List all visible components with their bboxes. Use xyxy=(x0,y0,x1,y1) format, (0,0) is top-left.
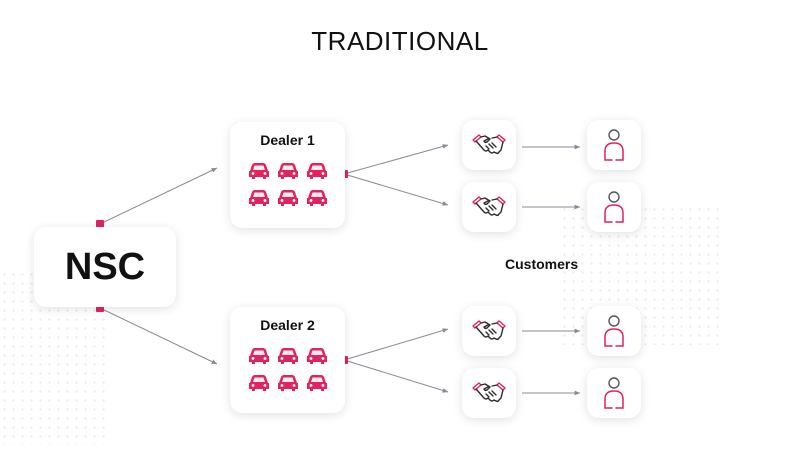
dealer-2-label: Dealer 2 xyxy=(260,317,315,333)
arrow-dealer-2-to-deal-3 xyxy=(343,328,449,361)
person-icon xyxy=(604,315,624,347)
dealer-2-car-grid xyxy=(248,347,332,392)
dealer-1-label: Dealer 1 xyxy=(260,132,315,148)
car-icon xyxy=(307,348,327,364)
car-icon xyxy=(278,190,298,206)
customer-node-1 xyxy=(587,120,641,170)
car-icon xyxy=(249,163,269,179)
arrow-nsc-to-dealer-1 xyxy=(99,167,218,225)
car-icon xyxy=(249,190,269,206)
arrow-nsc-to-dealer-2 xyxy=(99,307,218,365)
car-icon xyxy=(278,348,298,364)
deal-node-4 xyxy=(462,368,516,418)
dealer-1-car-grid xyxy=(248,162,332,207)
car-icon xyxy=(249,348,269,364)
car-icon xyxy=(307,163,327,179)
person-icon xyxy=(604,377,624,409)
dealer-1-node: Dealer 1 xyxy=(230,122,345,228)
handshake-icon xyxy=(472,320,506,341)
customer-node-3 xyxy=(587,306,641,356)
handshake-icon xyxy=(472,196,506,217)
diagram-title: TRADITIONAL xyxy=(311,26,489,56)
arrow-dealer-1-to-deal-2 xyxy=(343,173,449,206)
car-icon xyxy=(278,163,298,179)
nsc-node: NSC xyxy=(34,227,176,307)
nsc-label: NSC xyxy=(64,245,146,288)
deal-node-3 xyxy=(462,306,516,356)
connector-node-nsc-top xyxy=(96,220,104,228)
handshake-icon xyxy=(472,134,506,155)
customers-label: Customers xyxy=(505,256,579,272)
customer-node-2 xyxy=(587,182,641,232)
car-icon xyxy=(249,375,269,391)
car-icon xyxy=(307,375,327,391)
arrow-dealer-1-to-deal-1 xyxy=(343,144,449,175)
deal-node-1 xyxy=(462,120,516,170)
car-icon xyxy=(278,375,298,391)
person-icon xyxy=(604,191,624,223)
handshake-icon xyxy=(472,382,506,403)
dealer-2-node: Dealer 2 xyxy=(230,307,345,413)
person-icon xyxy=(604,129,624,161)
arrow-dealer-2-to-deal-4 xyxy=(343,359,449,393)
car-icon xyxy=(307,190,327,206)
deal-node-2 xyxy=(462,182,516,232)
customer-node-4 xyxy=(587,368,641,418)
